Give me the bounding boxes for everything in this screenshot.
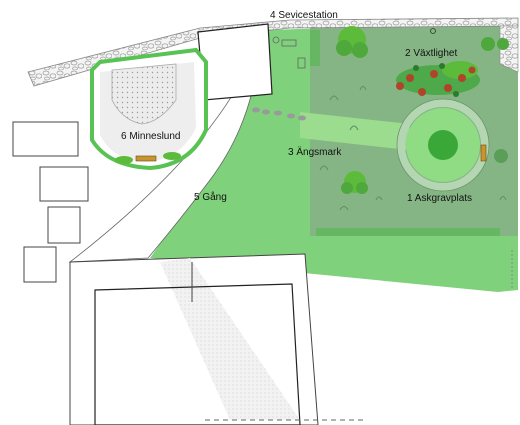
walkway-to-ring (300, 112, 410, 150)
bin-marker (281, 39, 297, 47)
minneslund-plantings (115, 152, 181, 164)
memorial-bench (480, 144, 487, 162)
ash-grave-center (428, 130, 458, 160)
label-sevicestation: 4 Sevicestation (270, 10, 338, 21)
stone-wall-east (499, 25, 519, 73)
outbuilding-2 (39, 166, 89, 202)
vegetation-bed (396, 61, 480, 97)
shrub-center (341, 171, 368, 194)
label-gang: 5 Gång (194, 191, 227, 203)
service-building (197, 23, 273, 101)
label-angsmark: 3 Ängsmark (288, 146, 342, 158)
outbuilding-4 (23, 246, 57, 283)
east-shrub (494, 149, 508, 163)
shrub-northeast (481, 37, 509, 51)
tap-marker (430, 28, 436, 34)
south-building-inner (94, 283, 301, 425)
minneslund-center-patch (111, 63, 177, 125)
lawn-edge-strip-west (310, 30, 320, 66)
shrub-north (336, 26, 368, 58)
well-marker (272, 36, 280, 44)
outbuilding-1 (12, 121, 79, 157)
outbuilding-3 (47, 206, 81, 244)
lawn-edge-strip (316, 228, 500, 236)
gate-marker (297, 57, 306, 69)
stepping-stones (252, 107, 306, 121)
label-vaxtlighet: 2 Växtlighet (405, 48, 457, 59)
label-minneslund: 6 Minneslund (121, 131, 180, 142)
label-askgravplats: 1 Askgravplats (407, 193, 472, 204)
ash-grave-ring-edge (396, 98, 490, 192)
south-building-shadow (160, 258, 300, 420)
